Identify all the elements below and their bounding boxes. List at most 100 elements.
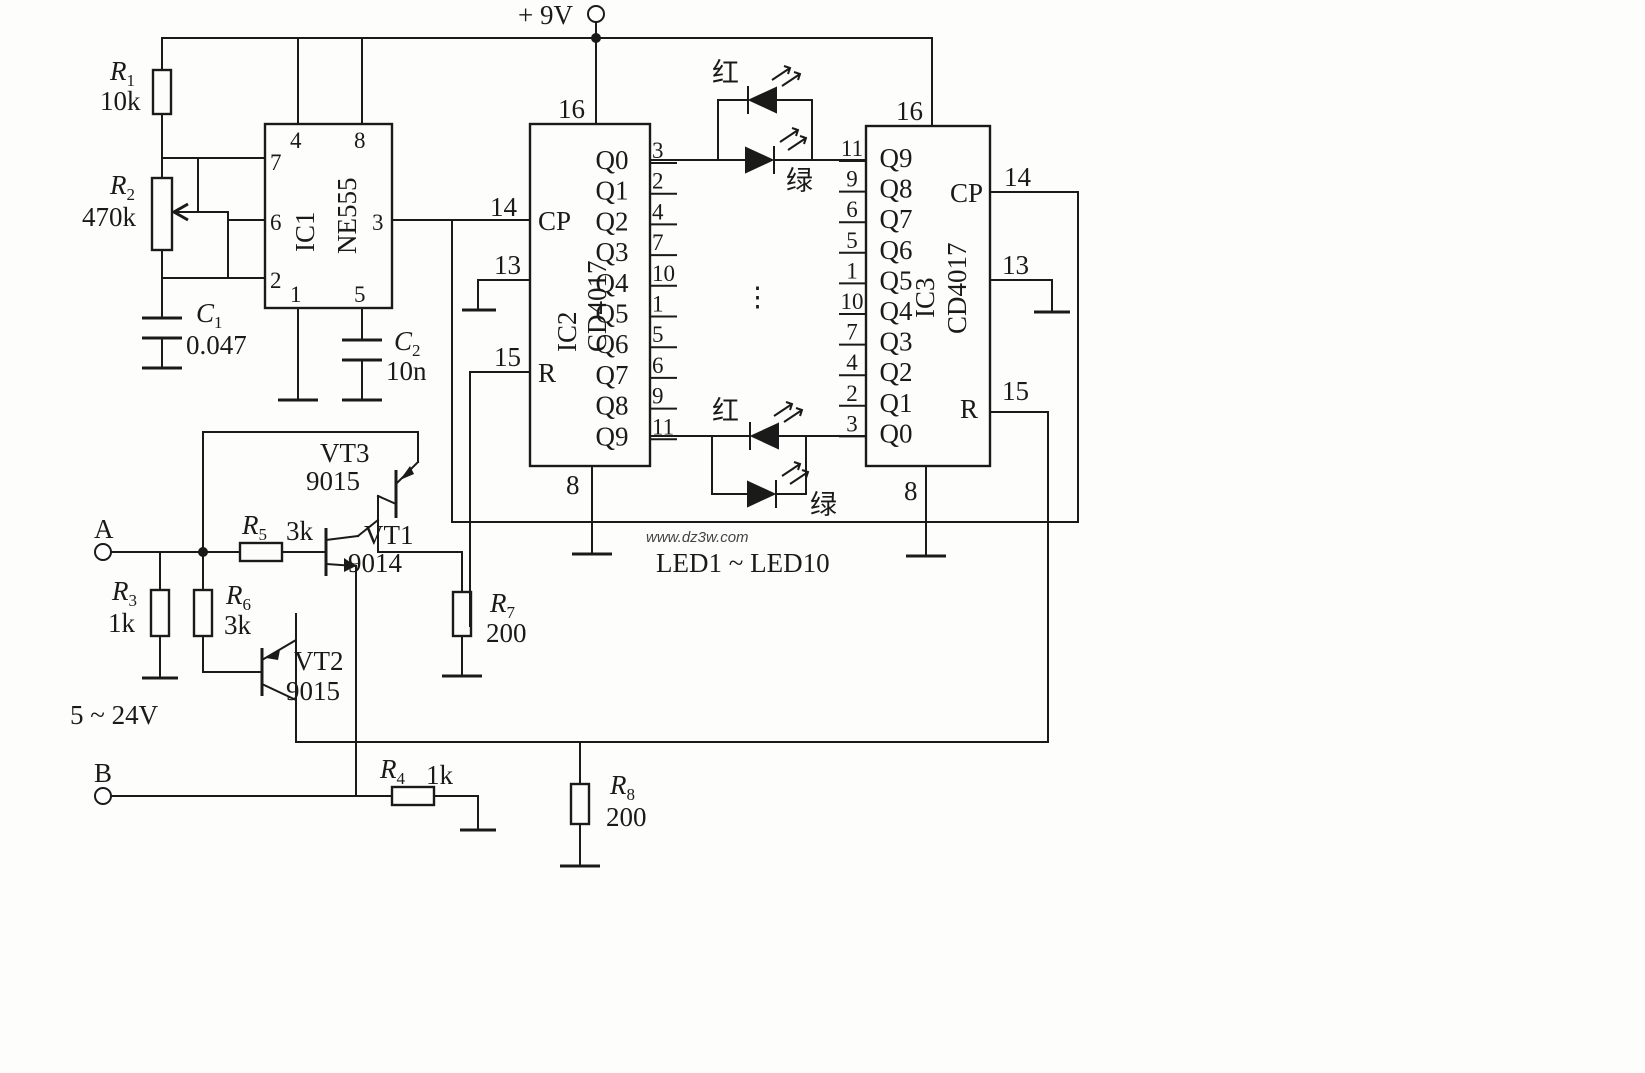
r8-label: R8 (609, 770, 635, 804)
ic2-output-pin-5: 1 (652, 292, 664, 317)
vt2-part: 9015 (286, 676, 340, 706)
ic2-output-pin-0: 3 (652, 138, 664, 163)
vt1-part: 9014 (348, 548, 403, 578)
ic3-pin-14: 14 (1004, 162, 1032, 192)
ic2-ref: IC2 (552, 312, 582, 353)
ic3-output-q0: Q0 (880, 418, 913, 448)
ic3-output-pin-6: 7 (846, 320, 858, 345)
ic1-ref: IC1 (290, 212, 320, 253)
ic3-pin-8: 8 (904, 476, 918, 506)
watermark: www.dz3w.com (646, 529, 749, 546)
ic2-output-q6: Q6 (596, 329, 629, 359)
ic2-pin-15: 15 (494, 342, 521, 372)
ic2-output-q0: Q0 (596, 145, 629, 175)
vt2-transistor (260, 613, 297, 743)
ic2-output-pin-3: 7 (652, 230, 664, 255)
ic1-type: NE555 (332, 178, 362, 255)
ic3-output-pin-3: 5 (846, 228, 858, 253)
ic2-output-stubs (649, 162, 677, 441)
ic3-output-pin-7: 4 (846, 350, 858, 375)
r8-value: 200 (606, 802, 647, 832)
ic3-output-pin-8: 2 (846, 381, 858, 406)
r4-value: 1k (426, 760, 454, 790)
r6-label: R6 (225, 580, 251, 614)
ic3-pin-16: 16 (896, 96, 923, 126)
supply-label: + 9V (518, 0, 573, 30)
led-green-bottom (747, 461, 810, 508)
junctions (198, 33, 601, 557)
ic3-output-pin-2: 6 (846, 197, 858, 222)
ic3-output-pin-1: 9 (846, 167, 858, 192)
ic3-pin-13: 13 (1002, 250, 1029, 280)
terminal-b-label: B (94, 758, 112, 788)
ic2-output-pin-2: 4 (652, 199, 664, 224)
r7-value: 200 (486, 618, 527, 648)
ic2-pin-16: 16 (558, 94, 585, 124)
ic3-output-q4: Q4 (880, 296, 913, 326)
r6-value: 3k (224, 610, 252, 640)
vt2-name: VT2 (294, 646, 344, 676)
ic1-pin-6: 6 (270, 210, 282, 235)
ic1-pin-5: 5 (354, 282, 366, 307)
ic2-type: CD4017 (582, 260, 612, 352)
r2-label: R2 (109, 170, 135, 204)
led-caption: LED1 ~ LED10 (656, 548, 830, 578)
ic2-cd4017 (528, 122, 652, 468)
ic1-pin-3: 3 (372, 210, 384, 235)
labels: + 9V IC1 NE555 4 8 7 6 2 1 5 3 IC2 CD401… (70, 0, 1032, 832)
ic3-output-q6: Q6 (880, 235, 913, 265)
ic3-output-pin-9: 3 (846, 411, 858, 436)
r5-label: R5 (241, 510, 267, 544)
led-red-label-top: 红 (712, 58, 739, 88)
ic2-output-q3: Q3 (596, 237, 629, 267)
ic1-pin-2: 2 (270, 268, 282, 293)
ic2-output-q4: Q4 (596, 268, 629, 298)
terminal-a-label: A (94, 514, 114, 544)
ic2-r-label: R (538, 358, 556, 388)
terminals (94, 5, 605, 805)
ic2-output-pin-6: 5 (652, 322, 664, 347)
ground-symbols (142, 308, 1070, 868)
ic3-output-q2: Q2 (880, 357, 913, 387)
r3-value: 1k (108, 608, 136, 638)
ic3-output-q5: Q5 (880, 265, 913, 295)
ic3-output-q7: Q7 (880, 204, 913, 234)
led-green-top (745, 127, 808, 174)
capacitors (142, 316, 382, 362)
ic1-pin-8: 8 (354, 128, 366, 153)
vt3-transistor (376, 460, 420, 518)
ic2-output-pin-7: 6 (652, 353, 664, 378)
led-green-label-top: 绿 (786, 166, 813, 196)
ic2-output-q8: Q8 (596, 391, 629, 421)
ic1-pin-1: 1 (290, 282, 302, 307)
r2-value: 470k (82, 202, 137, 232)
ic3-cp-label: CP (950, 178, 983, 208)
vt3-name: VT3 (320, 438, 370, 468)
ic3-output-q8: Q8 (880, 174, 913, 204)
ic2-output-q2: Q2 (596, 206, 629, 236)
ic3-output-pin-4: 1 (846, 258, 858, 283)
r7-label: R7 (489, 588, 516, 622)
c1-value: 0.047 (186, 330, 247, 360)
ic2-output-q9: Q9 (596, 421, 629, 451)
voltage-range-label: 5 ~ 24V (70, 700, 159, 730)
r4-label: R4 (379, 754, 406, 788)
ic2-output-q1: Q1 (596, 176, 629, 206)
ic3-output-pin-5: 10 (841, 289, 864, 314)
led-red-label-bottom: 红 (712, 396, 739, 426)
ic3-type: CD4017 (942, 242, 972, 334)
ic2-output-pin-4: 10 (652, 261, 675, 286)
ic3-output-stubs (839, 160, 867, 438)
r3-label: R3 (111, 576, 137, 610)
ic3-ref: IC3 (910, 278, 940, 319)
r1-value: 10k (100, 86, 141, 116)
r5-value: 3k (286, 516, 314, 546)
ic3-r-label: R (960, 394, 978, 424)
ic3-output-q3: Q3 (880, 327, 913, 357)
vt1-name: VT1 (364, 520, 414, 550)
ic1-pin-7: 7 (270, 150, 282, 175)
ic1-ne555 (263, 122, 394, 310)
